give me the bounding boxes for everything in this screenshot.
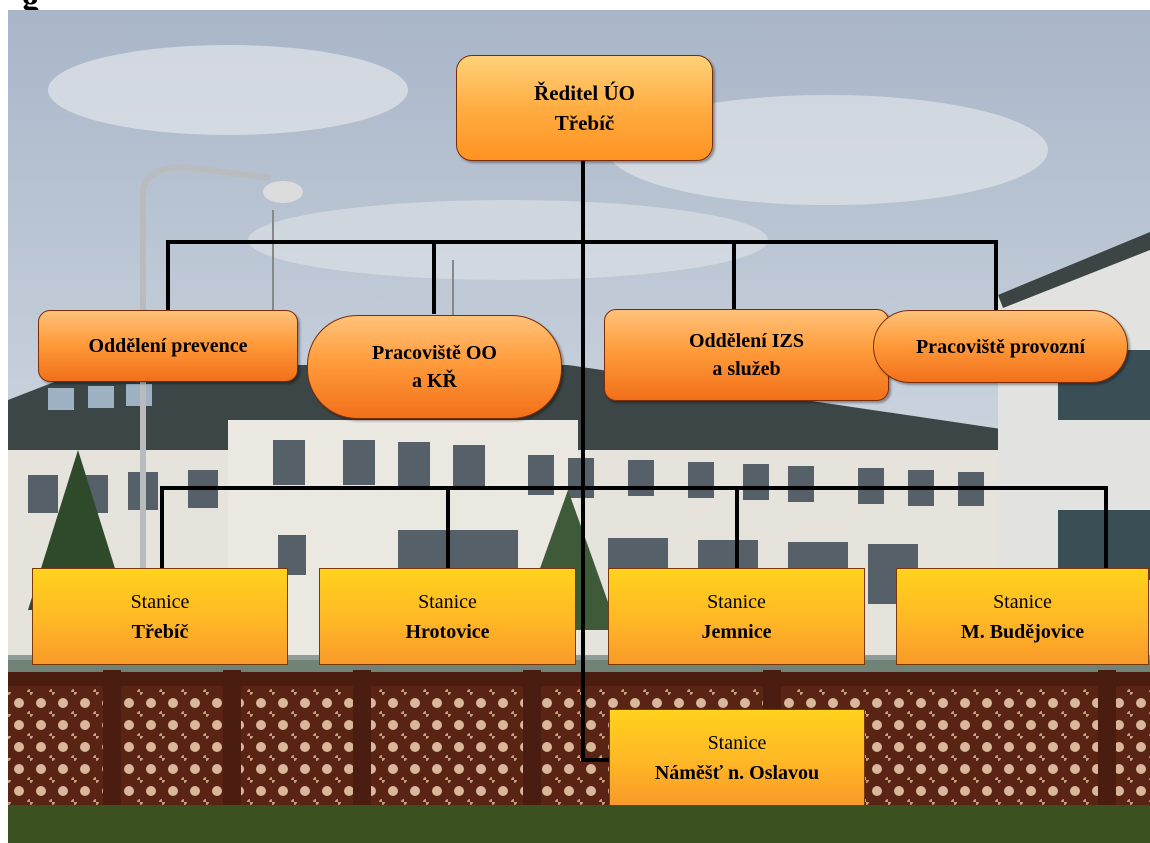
station-label: Stanice bbox=[130, 590, 190, 613]
station-label: Stanice bbox=[993, 590, 1052, 613]
department-box-provozni: Pracoviště provozní bbox=[873, 310, 1128, 383]
department-box-pracoviste-oo: Pracoviště OO a KŘ bbox=[307, 315, 562, 419]
station-label: Stanice bbox=[707, 590, 766, 613]
department-box-izs: Oddělení IZS a služeb bbox=[604, 309, 889, 401]
station-label: Stanice bbox=[707, 731, 767, 754]
director-title: Ředitel ÚO bbox=[534, 81, 635, 105]
department-label: Pracoviště OO bbox=[372, 342, 497, 364]
station-name: Jemnice bbox=[701, 620, 772, 643]
background-photo bbox=[8, 10, 1150, 843]
station-box-m-budejovice: Stanice M. Budějovice bbox=[896, 568, 1149, 665]
station-name: Náměšť n. Oslavou bbox=[654, 761, 820, 784]
department-label: Oddělení prevence bbox=[88, 335, 248, 357]
station-name: Hrotovice bbox=[405, 620, 490, 643]
station-box-namest: Stanice Náměšť n. Oslavou bbox=[609, 709, 865, 806]
director-location: Třebíč bbox=[554, 111, 615, 135]
station-name: Třebíč bbox=[131, 620, 189, 643]
station-name: M. Budějovice bbox=[960, 620, 1085, 643]
station-label: Stanice bbox=[418, 590, 477, 613]
department-label-line2: a KŘ bbox=[412, 370, 457, 392]
station-box-hrotovice: Stanice Hrotovice bbox=[319, 568, 576, 665]
station-box-trebic: Stanice Třebíč bbox=[32, 568, 288, 665]
department-box-prevence: Oddělení prevence bbox=[38, 310, 298, 382]
department-label: Pracoviště provozní bbox=[915, 335, 1086, 358]
department-label-line2: a služeb bbox=[712, 358, 781, 380]
department-label: Oddělení IZS bbox=[688, 330, 805, 352]
director-box: Ředitel ÚO Třebíč bbox=[456, 55, 713, 161]
station-box-jemnice: Stanice Jemnice bbox=[608, 568, 865, 665]
